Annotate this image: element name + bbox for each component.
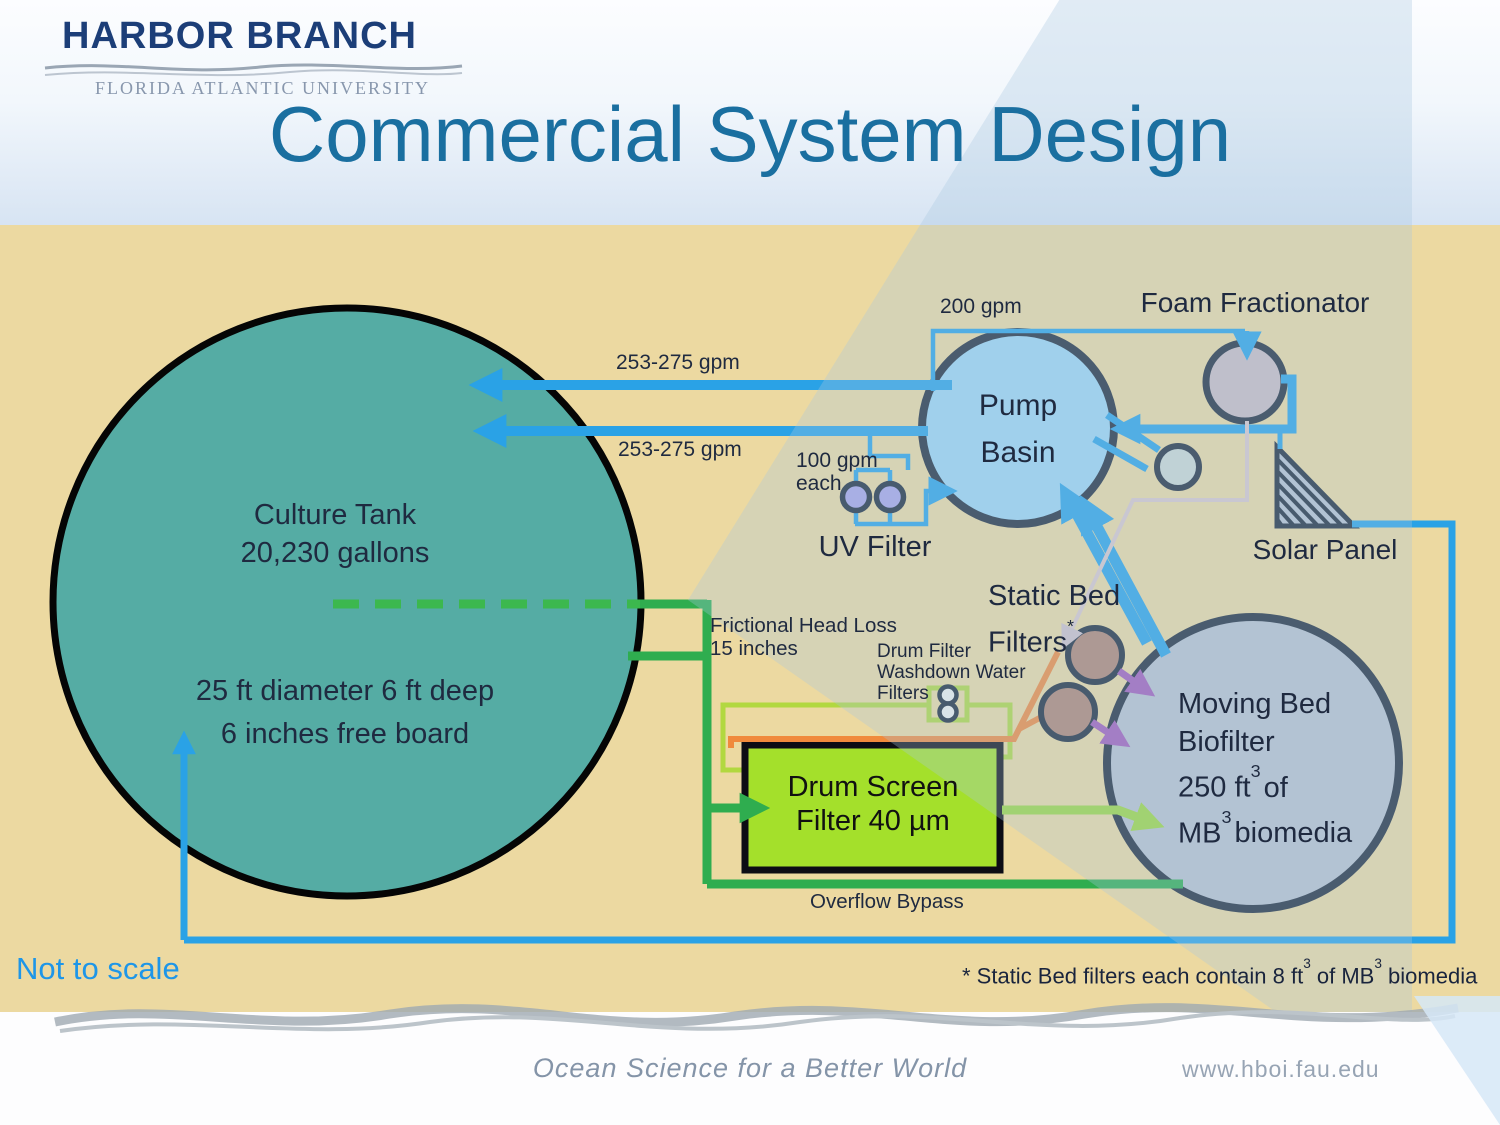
culture-tank-name: Culture Tank: [253, 499, 417, 531]
flow-100gpm-line1: 100 gpm: [796, 449, 878, 472]
washdown-line3: Filters: [877, 683, 929, 704]
washdown-loop-left: [720, 702, 929, 773]
drum-filter-line2: Filter 40 µm: [796, 805, 950, 837]
static-to-biofilter-arrow-1: [1116, 668, 1156, 697]
green-drain-pipes: [628, 599, 1183, 889]
foam-drain-line: [1061, 421, 1249, 650]
footer-url: www.hboi.fau.edu: [1182, 1056, 1380, 1082]
washdown-label: Drum Filter Washdown Water Filters: [877, 641, 1026, 704]
blue-pipes: [172, 328, 1456, 944]
moving-bed-line3: 250 ft3of: [1178, 761, 1288, 804]
head-loss-label: Frictional Head Loss 15 inches: [710, 614, 897, 660]
footer-tagline: Ocean Science for a Better World: [532, 1053, 968, 1083]
head-loss-line2: 15 inches: [710, 637, 798, 660]
flow-100gpm-line2: each: [796, 472, 842, 495]
watermark-triangle: [688, 0, 1412, 1012]
solar-panel-label: Solar Panel: [1252, 534, 1398, 565]
drum-filter-line1: Drum Screen: [787, 771, 959, 803]
drum-screen-filter-shape: [741, 741, 1004, 874]
not-to-scale-note: Not to scale: [16, 951, 180, 986]
culture-tank-size: 25 ft diameter 6 ft deep: [195, 675, 495, 707]
flow-253-275gpm-bottom: 253-275 gpm: [618, 438, 742, 461]
washdown-loop-right: [967, 702, 1013, 760]
flow-253-275gpm-top: 253-275 gpm: [616, 351, 740, 374]
logo-wave-2: [44, 69, 463, 77]
static-to-biofilter-arrow-2: [1090, 719, 1131, 748]
orange-pipe-upper: [728, 650, 1061, 748]
logo-wave: [44, 63, 463, 72]
washdown-filter-2-shape: [937, 701, 959, 723]
flow-100gpm-each: 100 gpm each: [796, 449, 878, 495]
static-bed-footnote-marker: *: [1066, 616, 1074, 637]
culture-tank-volume: 20,230 gallons: [240, 537, 430, 569]
solar-panel-shape: [1274, 440, 1360, 529]
moving-bed-line1: Moving Bed: [1178, 688, 1332, 720]
corner-accent: [1414, 996, 1500, 1125]
moving-bed-line4: MB3biomedia: [1178, 806, 1353, 850]
static-bed-line1: Static Bed: [988, 580, 1121, 612]
moving-bed-line2: Biofilter: [1178, 726, 1275, 758]
moving-bed-label: Moving Bed Biofilter 250 ft3of MB3biomed…: [1178, 685, 1352, 852]
washdown-line2: Washdown Water: [877, 662, 1026, 683]
logo-harbor-branch: HARBOR BRANCH: [62, 15, 417, 57]
culture-tank-label: Culture Tank 20,230 gallons: [185, 496, 485, 572]
uv-filter-2-shape: [873, 480, 907, 514]
footer-band: [0, 1012, 1500, 1125]
footer-wave: [54, 1003, 1459, 1027]
overflow-bypass-label: Overflow Bypass: [810, 890, 964, 913]
pump-shape: [1154, 443, 1202, 491]
pump-basin-label: Pump Basin: [978, 389, 1058, 469]
footer-wave-2: [59, 1010, 1456, 1033]
moving-bed-biofilter-shape: [1103, 613, 1403, 913]
static-bed-footnote: * Static Bed filters each contain 8 ft3 …: [962, 956, 1478, 989]
culture-tank-freeboard: 6 inches free board: [220, 718, 470, 750]
drum-filter-label: Drum Screen Filter 40 µm: [748, 770, 998, 838]
logo-fau: FLORIDA ATLANTIC UNIVERSITY: [95, 78, 430, 98]
header-band: [0, 0, 1500, 225]
uv-filter-label: UV Filter: [818, 531, 932, 563]
uv-filter-1-shape: [839, 480, 873, 514]
flow-200gpm: 200 gpm: [940, 295, 1022, 318]
static-bed-label: Static Bed Filters*: [988, 577, 1120, 663]
culture-tank-dimensions: 25 ft diameter 6 ft deep 6 inches free b…: [150, 670, 540, 756]
head-loss-line1: Frictional Head Loss: [710, 614, 897, 637]
foam-fractionator-label: Foam Fractionator: [1140, 287, 1370, 318]
drum-to-biofilter-arrow: [1002, 802, 1165, 831]
static-bed-filter-2-shape: [1038, 682, 1098, 742]
washdown-line1: Drum Filter: [877, 641, 971, 662]
slide-title: Commercial System Design: [268, 90, 1232, 178]
